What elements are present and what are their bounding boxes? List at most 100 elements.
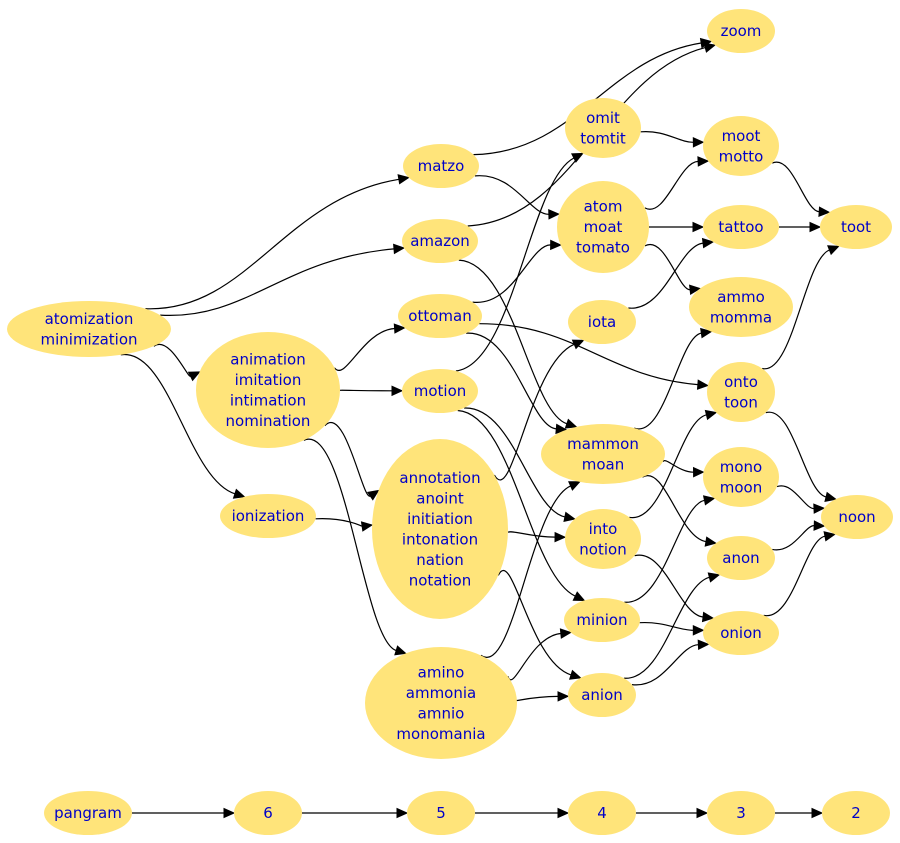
node-onion: onion: [703, 611, 779, 655]
node-label: 6: [263, 804, 273, 822]
node-label: amnio: [418, 704, 465, 722]
edge-mono-noon: [776, 485, 826, 514]
edge-moot-toot: [771, 161, 831, 217]
edge-anion-onion: [631, 639, 710, 686]
edge-atom-ammo: [644, 243, 702, 296]
node-label: anoint: [416, 489, 464, 507]
node-label: moot: [722, 127, 761, 145]
edge-motion-omit: [455, 152, 584, 372]
node-label: imitation: [235, 371, 302, 389]
node-anon: anon: [707, 536, 775, 580]
node-anion: anion: [568, 673, 636, 717]
node-shape: [820, 205, 892, 249]
edge-into-onion: [634, 554, 715, 623]
node-shape: [564, 598, 640, 642]
node-label: atom: [584, 198, 623, 216]
node-shape: [541, 424, 665, 484]
edge-minion-mono: [624, 495, 716, 603]
node-label: matzo: [418, 157, 465, 175]
edge-ottoman-mammon: [466, 332, 568, 435]
node-label: minimization: [40, 330, 137, 348]
node-ionization: ionization: [220, 494, 316, 538]
node-label: initiation: [407, 510, 473, 528]
node-annotation: annotationanointinitiationintonationnati…: [372, 439, 508, 619]
node-toot: toot: [820, 205, 892, 249]
edge-animation-ottoman: [334, 323, 406, 371]
node-shape: [196, 332, 340, 448]
edge-atomization-animation: [153, 343, 201, 382]
node-label: nation: [416, 551, 463, 569]
node-zoom: zoom: [707, 9, 775, 53]
node-noon: noon: [821, 495, 893, 539]
node-shape: [372, 439, 508, 619]
node-label: ammonia: [406, 684, 476, 702]
node-n2: 2: [822, 791, 890, 835]
node-shape: [707, 9, 775, 53]
edge-atom-tattoo: [648, 221, 705, 233]
node-label: atomization: [45, 310, 134, 328]
node-label: momma: [710, 308, 772, 326]
node-n5: 5: [407, 791, 475, 835]
node-label: toot: [841, 218, 871, 236]
node-shape: [568, 300, 636, 344]
edge-annotation-into: [507, 531, 567, 543]
node-label: amino: [418, 663, 465, 681]
node-label: omit: [586, 109, 620, 127]
node-label: pangram: [54, 804, 122, 822]
node-label: ionization: [232, 507, 305, 525]
node-label: 3: [736, 804, 746, 822]
edge-n3-n2: [775, 807, 824, 819]
node-n6: 6: [234, 791, 302, 835]
node-amazon: amazon: [402, 219, 478, 263]
edge-onion-noon: [763, 531, 837, 617]
node-label: anion: [581, 686, 623, 704]
node-shape: [398, 294, 482, 338]
node-label: notation: [409, 571, 472, 589]
node-label: onion: [720, 624, 762, 642]
edge-animation-motion: [339, 385, 404, 397]
node-shape: [565, 509, 641, 569]
edge-n4-n3: [636, 807, 709, 819]
edge-mammon-ammo: [634, 327, 713, 430]
node-shape: [365, 647, 517, 759]
node-shape: [707, 536, 775, 580]
edge-ottoman-atom: [472, 239, 562, 303]
node-ottoman: ottoman: [398, 294, 482, 338]
node-label: mammon: [567, 435, 639, 453]
node-pangram: pangram: [44, 791, 132, 835]
node-label: minion: [576, 611, 627, 629]
edge-omit-moot: [640, 131, 705, 148]
node-label: toon: [724, 393, 758, 411]
edge-annotation-anion: [497, 570, 582, 680]
node-label: notion: [579, 540, 626, 558]
node-shape: [821, 495, 893, 539]
edge-ottoman-onto: [479, 323, 710, 390]
edge-animation-amino: [303, 438, 407, 656]
edge-atomization-matzo: [145, 174, 410, 310]
node-minion: minion: [564, 598, 640, 642]
node-label: moan: [582, 455, 625, 473]
edge-mammon-anon: [642, 475, 717, 547]
node-label: intimation: [230, 391, 306, 409]
node-label: anon: [722, 549, 759, 567]
edge-motion-minion: [457, 409, 586, 602]
node-label: motion: [414, 382, 467, 400]
edge-annotation-iota: [493, 339, 585, 481]
node-omit: omit tomtit: [565, 98, 641, 158]
node-shape: [407, 791, 475, 835]
edge-iota-tattoo: [628, 237, 715, 309]
edge-onto-toot: [761, 245, 840, 370]
node-label: mono: [720, 458, 762, 476]
node-shape: [703, 205, 779, 249]
edge-atom-moot: [644, 156, 710, 210]
node-shape: [402, 219, 478, 263]
node-label: tomtit: [580, 129, 626, 147]
node-shape: [703, 611, 779, 655]
edge-anion-anon: [623, 572, 721, 679]
edge-atomization-ionization: [120, 354, 246, 499]
